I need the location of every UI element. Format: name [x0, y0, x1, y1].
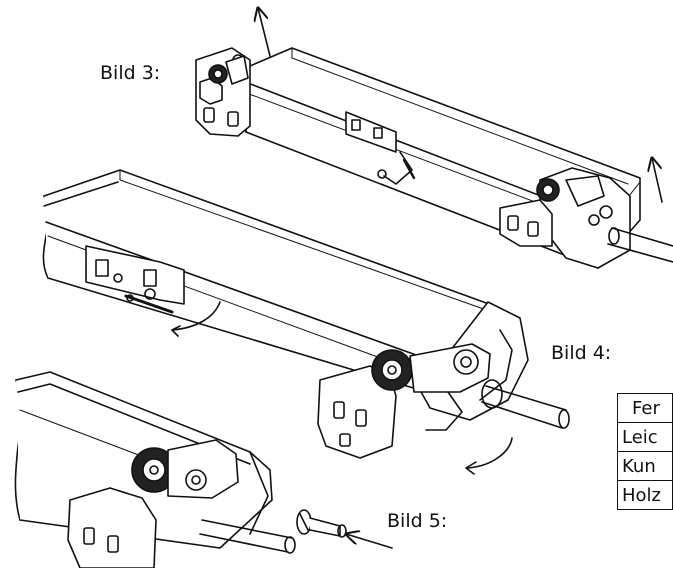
bild3-rail — [195, 8, 673, 269]
figure-label-bild4: Bild 4: — [551, 342, 612, 364]
material-table: Fer Leic Kun Holz — [617, 393, 673, 510]
figure-label-bild5: Bild 5: — [387, 510, 448, 532]
bild4-rail — [42, 169, 570, 475]
table-cell: Fer — [617, 393, 673, 423]
table-cell: Leic — [617, 422, 673, 452]
table-row: Kun — [617, 451, 673, 481]
table-row: Fer — [617, 393, 673, 423]
table-row: Leic — [617, 422, 673, 452]
table-cell: Kun — [617, 451, 673, 481]
table-row: Holz — [617, 480, 673, 510]
bild5-rail — [14, 371, 393, 568]
table-cell: Holz — [617, 480, 673, 510]
figure-label-bild3: Bild 3: — [100, 62, 161, 84]
